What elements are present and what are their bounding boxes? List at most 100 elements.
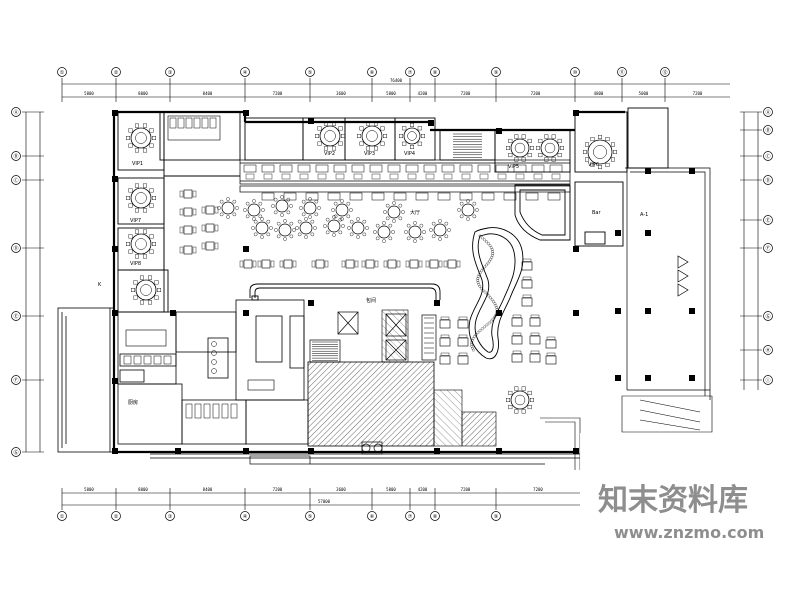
dimension-text: 7200 (693, 91, 703, 96)
square-table (239, 259, 257, 269)
axis-label: ② (114, 514, 119, 520)
axis-label: ⑨ (494, 514, 499, 520)
round-table (315, 121, 346, 151)
square-table (425, 259, 443, 269)
square-table (279, 259, 297, 269)
seat-pair (521, 294, 533, 307)
axis-label: ⑨ (494, 70, 499, 76)
square-table (311, 259, 329, 269)
column (243, 110, 249, 116)
square-table (201, 223, 219, 233)
dimension-text: 7200 (461, 487, 471, 492)
axis-bubble: ⑥ (367, 67, 377, 77)
axis-bubble: ② (111, 67, 121, 77)
axis-label: Ⓐ (765, 109, 770, 116)
left-annex (57, 307, 115, 453)
seat-pair (439, 316, 451, 329)
axis-label: ④ (243, 514, 248, 520)
main-hall-tables (217, 195, 479, 243)
seat-pair (457, 316, 469, 329)
dimension-text: 5800 (386, 91, 396, 96)
axis-bubble: ① (57, 511, 67, 521)
watermark-title: 知末资料库 (598, 483, 748, 518)
booth-seating (243, 164, 563, 201)
room-labels: VIP1 VIP2 VIP3 VIP4 VIP5 VIP6 VIP7 VIP8 … (98, 151, 648, 406)
core-area-hatched (307, 309, 497, 447)
left-dimension-lines (25, 112, 41, 452)
room-label-vip2: VIP2 (324, 151, 335, 157)
axis-label: ⑧ (433, 70, 438, 76)
room-label-private: 包间 (366, 297, 376, 304)
square-table (179, 189, 197, 199)
room-label-a1: A-1 (640, 212, 648, 218)
core-stair (312, 317, 434, 361)
square-table (179, 207, 197, 217)
round-table (583, 134, 618, 169)
axis-bubble: ⑨ (491, 511, 501, 521)
column (308, 118, 314, 124)
square-table (341, 259, 359, 269)
axis-label: ① (60, 70, 65, 76)
dimension-text: 8000 (138, 487, 148, 492)
axis-label: Ⓕ (13, 377, 18, 384)
square-table (383, 259, 401, 269)
hall-table (429, 219, 451, 241)
kitchen-equipment (123, 329, 275, 419)
hall-table (271, 195, 293, 217)
column (112, 246, 118, 252)
axis-label: ⑧ (433, 514, 438, 520)
axis-label: ③ (168, 70, 173, 76)
overall-dimension-bottom: 57000 (318, 499, 331, 504)
column (175, 448, 181, 454)
booth (423, 164, 437, 173)
axis-label: ⑪ (619, 69, 624, 76)
axis-bubble: ⑧ (430, 67, 440, 77)
round-table (506, 134, 535, 162)
axis-bubble: Ⓒ (11, 175, 21, 185)
dimension-text: 5800 (84, 487, 94, 492)
booth (243, 164, 257, 173)
axis-label: Ⓑ (765, 127, 770, 134)
room-label-vip5: VIP5 (508, 164, 519, 170)
axis-bubble: Ⓘ (763, 375, 773, 385)
seat-pair (511, 314, 523, 327)
round-table (536, 134, 565, 162)
hall-table (323, 215, 345, 237)
column (573, 110, 579, 116)
column (573, 448, 579, 454)
axis-bubble: ⑦ (405, 67, 415, 77)
axis-label: Ⓒ (13, 177, 18, 184)
seat-pair (457, 334, 469, 347)
axis-bubble: Ⓕ (11, 375, 21, 385)
round-table (399, 122, 426, 149)
south-facade (150, 441, 580, 465)
axis-label: Ⓓ (765, 177, 770, 184)
grid-axis-bubbles: ①5800②8000③8400④7200⑤3600⑥5800⑦4200⑧7200… (11, 67, 773, 521)
column (243, 310, 249, 316)
axis-bubble: ⑩ (570, 67, 580, 77)
booth (297, 164, 311, 173)
hall-table (217, 197, 239, 219)
seat-pair (511, 332, 523, 345)
seat-pair (529, 314, 541, 327)
axis-bubble: ① (57, 67, 67, 77)
booth (261, 164, 275, 173)
axis-bubble: Ⓒ (763, 151, 773, 161)
dimension-text: 5800 (84, 91, 94, 96)
bar-area (514, 181, 624, 247)
room-label-vip4: VIP4 (404, 151, 415, 157)
dimension-text: 3600 (336, 487, 346, 492)
hall-table (299, 197, 321, 219)
axis-label: Ⓔ (765, 217, 770, 224)
dimension-text: 4200 (418, 487, 428, 492)
column (496, 448, 502, 454)
axis-bubble: Ⓐ (11, 107, 21, 117)
round-table (125, 229, 156, 259)
dimension-text: 7200 (531, 91, 541, 96)
room-label-vip6: VIP6 (588, 162, 599, 168)
room-label-vip8: VIP8 (130, 261, 141, 267)
axis-label: ⑩ (573, 70, 578, 76)
round-table (506, 386, 535, 414)
column (308, 448, 314, 454)
room-label-kitchen: 厨房 (128, 399, 138, 406)
